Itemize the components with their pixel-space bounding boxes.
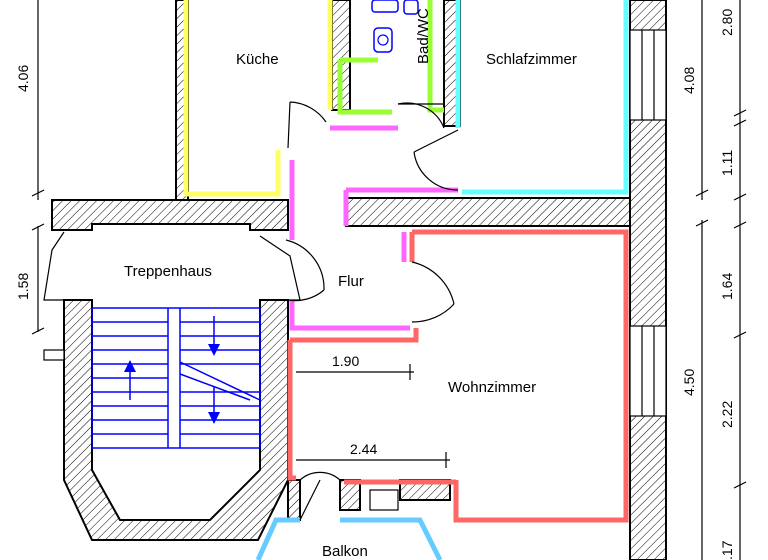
- balkon-outline: [255, 517, 300, 560]
- stair-arrow-up-icon: [124, 360, 136, 400]
- walls: [51, 0, 667, 560]
- dimension-right-a-top: 4.08: [681, 67, 697, 94]
- bath-fixtures: [371, 0, 419, 53]
- dimension-lines: [31, 0, 747, 560]
- room-label-flur: Flur: [338, 273, 364, 290]
- windows: [43, 29, 667, 511]
- dimension-right-b-3: 1.64: [719, 273, 735, 300]
- stair-arrow-down-icon: [208, 386, 220, 424]
- dimension-inner-1: 1.90: [332, 353, 359, 369]
- kueche-outline: [183, 0, 281, 197]
- dimension-left-top: 4.06: [15, 65, 31, 92]
- room-label-wohnzimmer: Wohnzimmer: [448, 379, 536, 396]
- dimension-right-b-2: 1.11: [719, 150, 735, 176]
- wohnzimmer-outline: [412, 229, 629, 523]
- room-label-bad: Bad/WC: [415, 8, 432, 64]
- doors: [43, 101, 459, 521]
- room-label-kueche: Küche: [236, 51, 279, 68]
- dimension-right-b-4: 2.22: [719, 401, 735, 428]
- room-outlines: [183, 0, 629, 560]
- dimension-right-a-mid: 4.50: [681, 369, 697, 396]
- dimension-inner-2: 2.44: [350, 441, 377, 457]
- room-label-treppenhaus: Treppenhaus: [124, 263, 212, 280]
- dimension-right-b-1: 2.80: [719, 9, 735, 36]
- stair-arrow-down-icon: [208, 316, 220, 356]
- dimension-right-b-5: .17: [719, 540, 735, 560]
- stairs: [91, 307, 261, 449]
- room-label-schlafzimmer: Schlafzimmer: [486, 51, 577, 68]
- room-label-balkon: Balkon: [322, 543, 368, 560]
- bad-outline: [337, 60, 392, 115]
- dimension-left-mid: 1.58: [15, 273, 31, 300]
